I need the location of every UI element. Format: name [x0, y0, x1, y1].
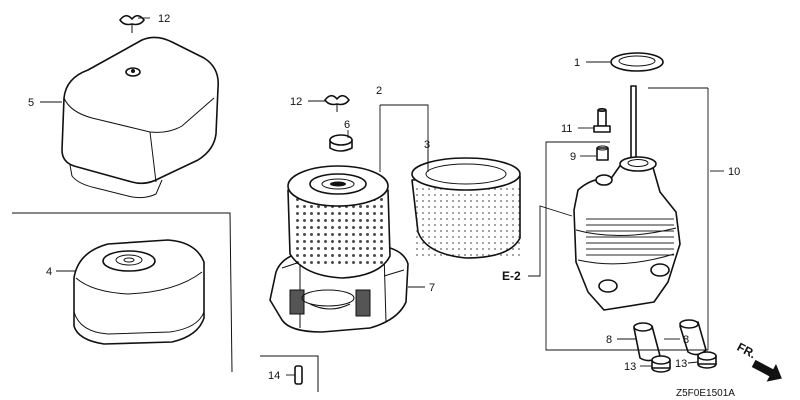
callout-13-left: 13: [624, 361, 636, 373]
arrow-right-icon: [751, 359, 782, 382]
callout-12-middle: 12: [290, 96, 302, 108]
callout-2: 2: [376, 85, 382, 97]
front-direction-indicator: FR.: [735, 340, 782, 382]
wing-nut-middle: [324, 94, 350, 112]
direction-label: FR.: [735, 340, 759, 361]
callout-4: 4: [46, 266, 52, 278]
air-cleaner-cover: [73, 239, 205, 345]
diagram-code: Z5F0E1501A: [676, 388, 735, 399]
callout-1: 1: [574, 57, 580, 69]
part-callouts: 12 5 4 12 2 6 3 7 1 11 9 10 8 8 13 13 14: [28, 13, 740, 382]
gasket-ring: [610, 52, 664, 72]
sleeve-a: [633, 322, 661, 362]
callout-9: 9: [570, 151, 576, 163]
callout-12-left: 12: [158, 13, 170, 25]
callout-7: 7: [429, 282, 435, 294]
reference-label: E-2: [502, 269, 521, 283]
leader-lines: [40, 17, 724, 376]
flange-nut-b: [697, 351, 717, 369]
callout-11: 11: [561, 123, 572, 135]
dowel-pin: [294, 365, 303, 385]
air-filter-element: [287, 165, 391, 279]
outer-cover: [61, 36, 220, 199]
collar: [596, 145, 609, 161]
callout-3: 3: [424, 139, 430, 151]
section-divider: [12, 212, 319, 392]
kit-bracket-frame: [545, 87, 709, 351]
flange-nut-a: [651, 355, 671, 373]
callout-6: 6: [344, 119, 350, 131]
element-bracket: [379, 104, 429, 172]
foam-pre-filter: [411, 157, 521, 259]
air-cleaner-elbow: [573, 85, 681, 311]
bolt: [593, 108, 611, 133]
callout-13-right: 13: [675, 358, 687, 370]
callout-8-right: 8: [683, 334, 689, 346]
callout-5: 5: [28, 97, 34, 109]
callout-10: 10: [728, 166, 740, 178]
grommet: [329, 134, 353, 152]
callout-8-left: 8: [606, 334, 612, 346]
callout-14: 14: [268, 370, 280, 382]
